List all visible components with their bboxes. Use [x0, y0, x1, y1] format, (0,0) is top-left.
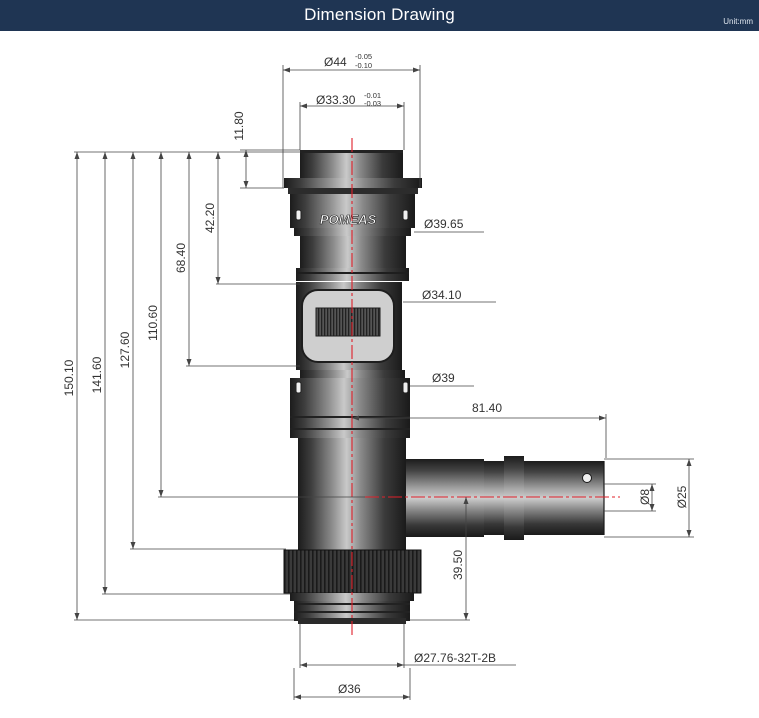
side-port [406, 456, 605, 540]
adjust-grip [315, 307, 381, 337]
dim-v141-60: 141.60 [90, 152, 290, 595]
dim-d25-label: Ø25 [675, 485, 689, 508]
dim-v42-20-label: 42.20 [203, 203, 217, 233]
focus-ring [296, 268, 409, 281]
dim-v11-80-label: 11.80 [232, 111, 246, 140]
dim-d39-label: Ø39 [432, 371, 455, 385]
side-port-housing [406, 459, 484, 537]
unit-label: Unit:mm [723, 17, 753, 26]
dim-d44-tol-lower: -0.10 [355, 61, 372, 70]
dim-d44: Ø44 -0.05 -0.10 [282, 52, 421, 188]
dim-v110-60: 110.60 [146, 152, 365, 498]
dim-h81-40-label: 81.40 [472, 401, 502, 415]
dim-v127-60-label: 127.60 [118, 331, 132, 368]
dim-d36: Ø36 [293, 668, 411, 700]
dim-d34-10: Ø34.10 [403, 288, 496, 303]
dim-v68-40: 68.40 [174, 152, 300, 367]
dim-v141-60-label: 141.60 [90, 356, 104, 393]
dim-d25: Ø25 [604, 458, 694, 538]
dim-d34-10-label: Ø34.10 [422, 288, 462, 302]
dim-v39-50: 39.50 [410, 497, 470, 621]
lens-body: POMEAS [283, 150, 422, 624]
dim-v127-60: 127.60 [118, 152, 286, 550]
brand-logo: POMEAS [320, 212, 377, 227]
lower-collar [290, 378, 410, 410]
dim-d33-30-tol-lower: -0.03 [364, 99, 381, 108]
dim-v42-20: 42.20 [203, 152, 300, 285]
dim-h81-40: 81.40 [352, 401, 607, 458]
dim-d36-label: Ø36 [338, 682, 361, 696]
dim-d39-65-label: Ø39.65 [424, 217, 464, 231]
dimension-drawing: POMEAS [62, 52, 694, 700]
title-bar: Dimension Drawing Unit:mm [0, 0, 759, 31]
dim-d33-30-label: Ø33.30 [316, 93, 356, 107]
dim-d8: Ø8 [604, 483, 656, 512]
dim-v110-60-label: 110.60 [146, 305, 160, 341]
side-port-collar [504, 456, 524, 540]
dim-d39-65: Ø39.65 [414, 217, 484, 233]
dim-v150-10-label: 150.10 [62, 359, 76, 396]
dim-d8-label: Ø8 [638, 489, 652, 505]
dim-d33-30: Ø33.30 -0.01 -0.03 [299, 91, 405, 150]
dim-thread: Ø27.76-32T-2B [299, 624, 516, 668]
dim-v150-10: 150.10 [62, 152, 294, 621]
dim-d44-tol-upper: -0.05 [355, 52, 372, 61]
light-guide-tube [524, 461, 604, 535]
dim-d44-label: Ø44 [324, 55, 347, 69]
page-title: Dimension Drawing [304, 5, 455, 24]
dim-v68-40-label: 68.40 [174, 243, 188, 273]
dim-d39: Ø39 [410, 371, 474, 387]
dim-thread-label: Ø27.76-32T-2B [414, 651, 496, 665]
dim-v39-50-label: 39.50 [451, 550, 465, 580]
dim-d33-30-tol-upper: -0.01 [364, 91, 381, 100]
top-flange [284, 178, 422, 188]
dim-v11-80: 11.80 [232, 111, 300, 189]
